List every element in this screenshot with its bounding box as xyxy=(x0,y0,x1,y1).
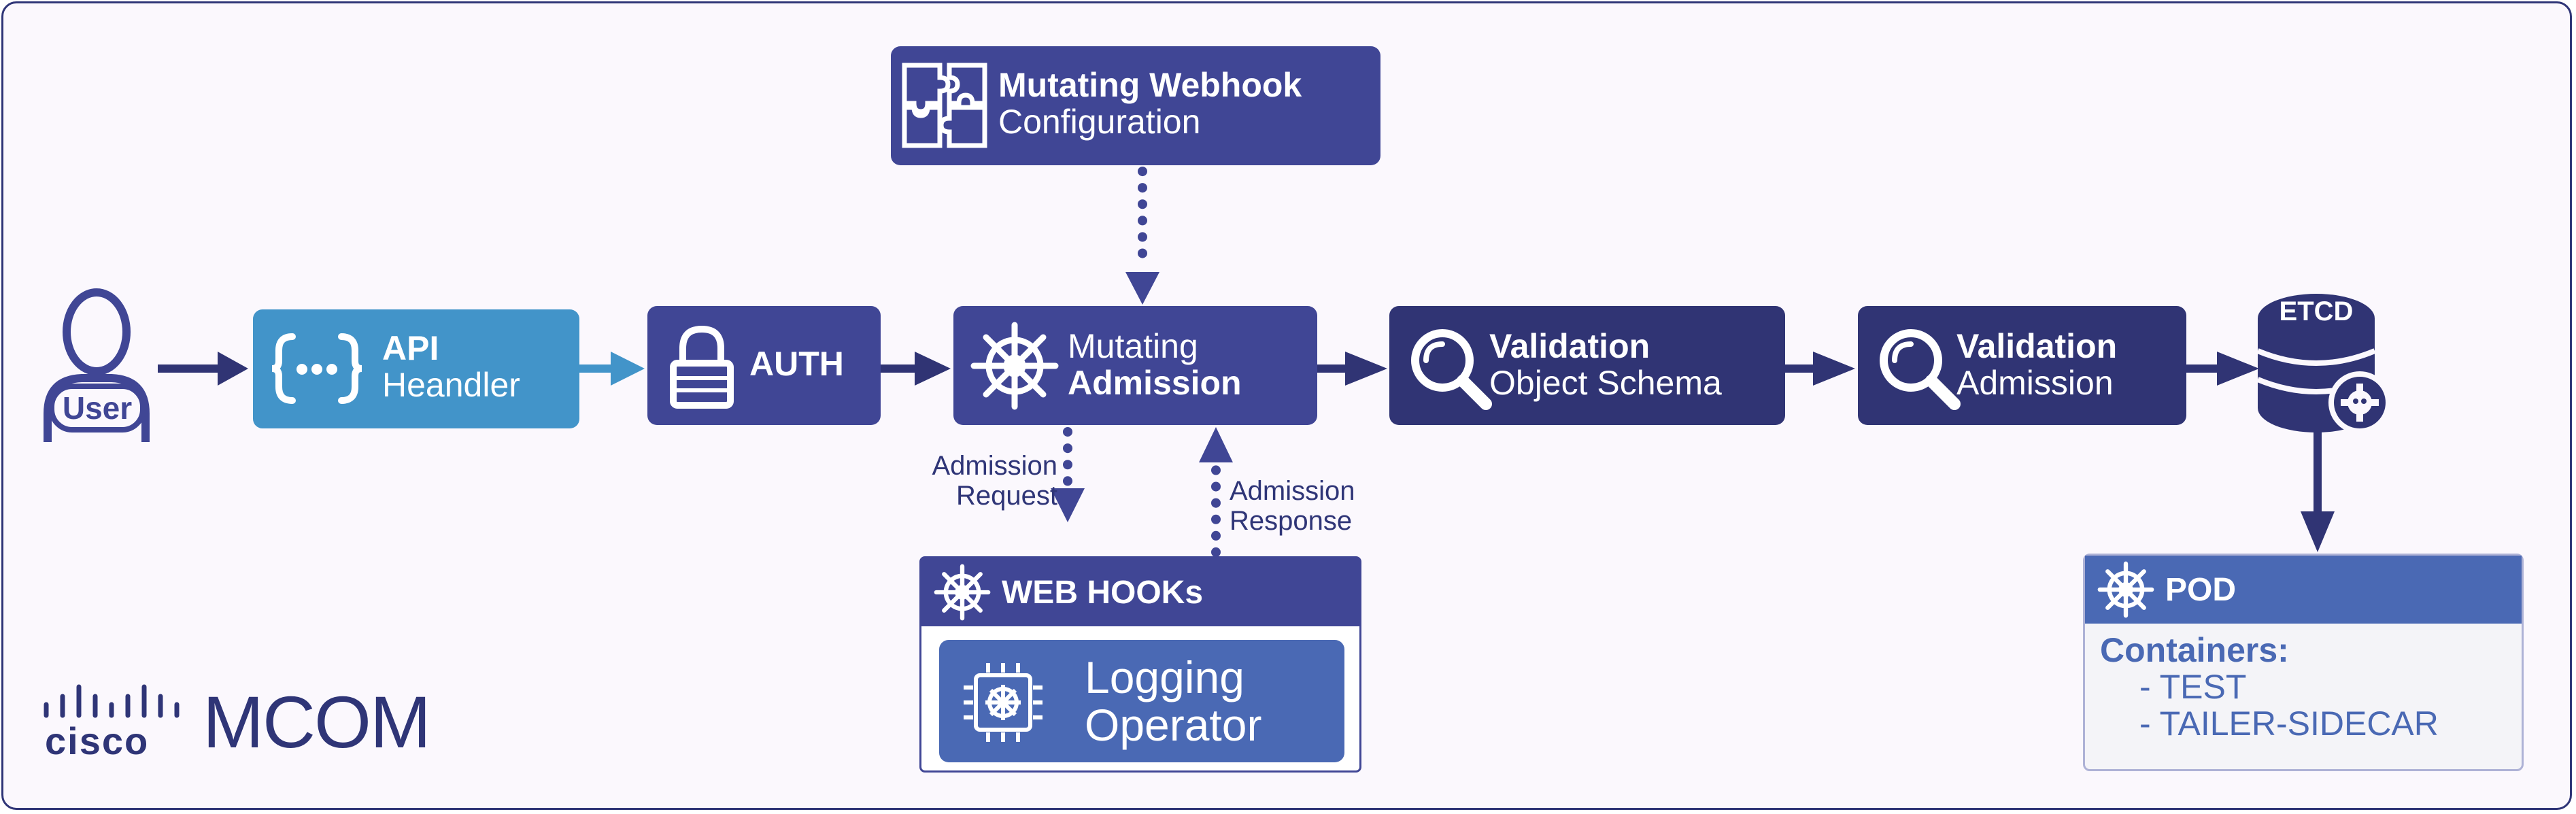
etcd-label: ETCD xyxy=(2279,296,2354,326)
brand-logo: cisco MCOM xyxy=(42,680,464,768)
auth-title: AUTH xyxy=(749,345,844,383)
magnifier-icon xyxy=(1411,329,1492,410)
arrow-validation-admission-to-etcd xyxy=(2186,352,2259,386)
user-node: User xyxy=(34,284,160,447)
operator-line1: Logging xyxy=(1085,652,1244,702)
container-item: - TEST xyxy=(2139,668,2247,706)
cisco-wordmark: cisco xyxy=(45,719,150,762)
admission-request-label: Admission Request xyxy=(932,451,1057,511)
webhook-config-subtitle: Configuration xyxy=(998,103,1201,141)
validation-schema-node: Validation Object Schema xyxy=(1389,306,1785,425)
arrow-user-to-api xyxy=(158,352,248,386)
arrow-etcd-to-pod xyxy=(2301,432,2335,552)
pod-panel: POD Containers: - TEST - TAILER-SIDECAR xyxy=(2083,554,2524,771)
user-label: User xyxy=(62,390,133,426)
validation-admission-subtitle: Admission xyxy=(1956,364,2114,402)
validation-schema-subtitle: Object Schema xyxy=(1489,364,1722,402)
arrow-admission-request xyxy=(1051,427,1085,522)
container-item: - TAILER-SIDECAR xyxy=(2139,705,2439,743)
kubernetes-helm-icon xyxy=(970,322,1059,410)
kubernetes-helm-icon xyxy=(934,564,991,621)
pod-title: POD xyxy=(2165,571,2237,608)
pod-header: POD xyxy=(2085,556,2522,624)
webhooks-header: WEB HOOKs xyxy=(921,558,1359,626)
mutating-webhook-config-node: Mutating Webhook Configuration xyxy=(891,46,1380,165)
arrow-api-to-auth xyxy=(579,352,645,386)
curly-braces-icon xyxy=(271,333,362,404)
arrow-webhook-config-to-mutating xyxy=(1125,167,1159,305)
kubernetes-helm-icon xyxy=(2097,561,2154,618)
brand-name: MCOM xyxy=(203,681,431,763)
validation-admission-node: Validation Admission xyxy=(1858,306,2186,425)
webhooks-panel: WEB HOOKs Logging Operator xyxy=(919,556,1361,773)
admission-response-label: Admission Response xyxy=(1230,476,1355,536)
auth-node: AUTH xyxy=(647,306,881,425)
logging-operator-node: Logging Operator xyxy=(939,640,1344,762)
operator-line2: Operator xyxy=(1085,700,1262,750)
etcd-node: ETCD xyxy=(2256,291,2392,434)
magnifier-icon xyxy=(1880,329,1961,410)
containers-label: Containers: xyxy=(2100,631,2289,669)
chip-helm-icon xyxy=(964,663,1043,742)
puzzle-pieces-icon xyxy=(902,63,987,148)
validation-schema-title: Validation xyxy=(1489,327,1650,365)
mutating-line2: Admission xyxy=(1068,364,1242,402)
cisco-bars-icon xyxy=(44,684,180,718)
api-title: API xyxy=(382,329,439,367)
padlock-icon xyxy=(670,325,734,409)
api-handler-node: API Heandler xyxy=(253,309,579,428)
person-outline-icon xyxy=(44,288,150,442)
arrow-auth-to-mutating xyxy=(881,352,951,386)
api-subtitle: Heandler xyxy=(382,366,520,404)
database-gear-icon xyxy=(2256,294,2391,434)
arrow-validation-schema-to-admission xyxy=(1785,352,1855,386)
arrow-admission-response xyxy=(1199,427,1233,557)
validation-admission-title: Validation xyxy=(1956,327,2118,365)
mutating-admission-node: Mutating Admission xyxy=(953,306,1317,425)
webhook-config-title: Mutating Webhook xyxy=(998,66,1302,104)
mutating-line1: Mutating xyxy=(1068,327,1198,365)
webhooks-title: WEB HOOKs xyxy=(1002,574,1204,611)
arrow-mutating-to-validation-schema xyxy=(1317,352,1387,386)
